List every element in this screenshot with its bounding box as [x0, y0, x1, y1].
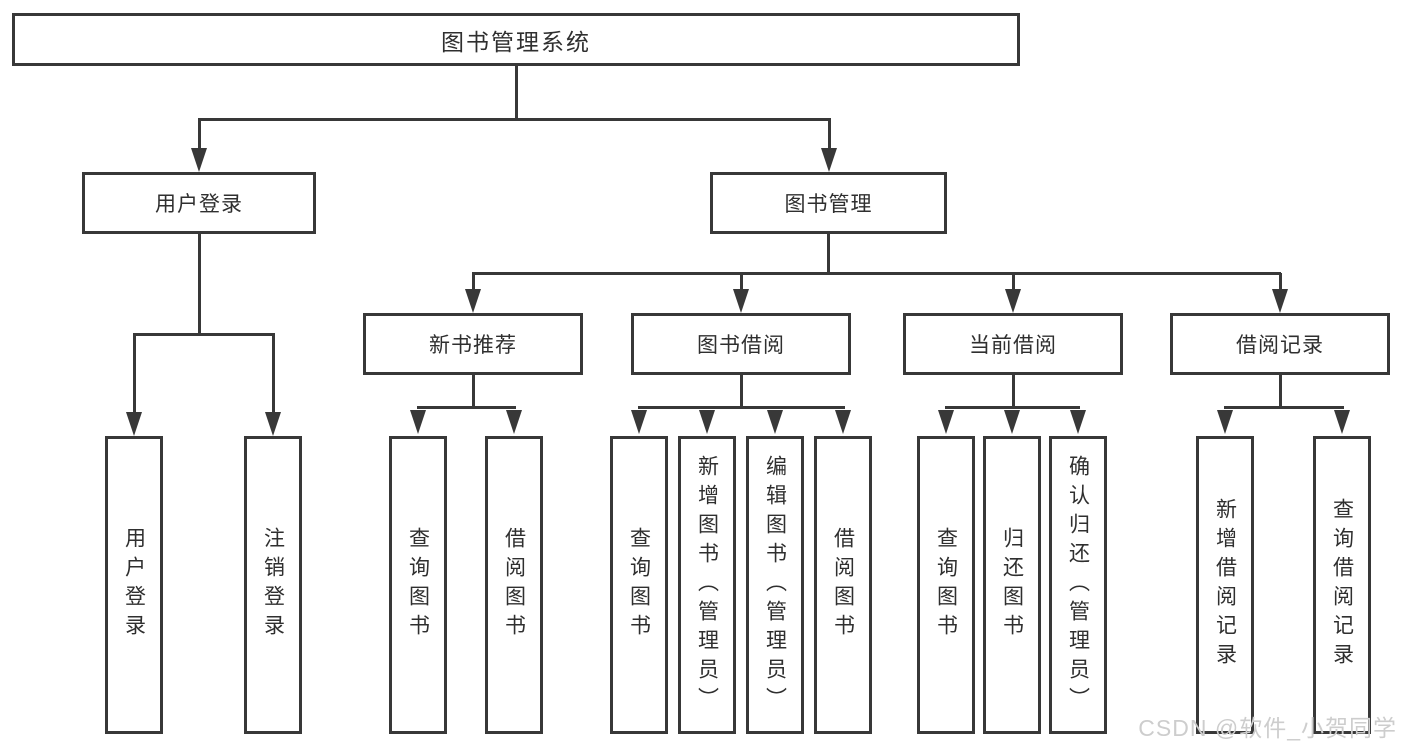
connector-hline	[472, 272, 1281, 275]
leaf-label: 编辑图书（管理员）	[763, 454, 787, 716]
leaf-label: 注销登录	[261, 527, 285, 643]
connector-vline	[472, 375, 475, 408]
connector-vline	[198, 234, 201, 333]
arrow-down-icon	[410, 410, 426, 434]
arrow-down-icon	[1334, 410, 1350, 434]
arrow-down-icon	[938, 410, 954, 434]
connector-vline	[133, 333, 136, 413]
leaf-label: 新增借阅记录	[1213, 498, 1237, 672]
leaf-label: 借阅图书	[831, 527, 855, 643]
leaf-add-book-admin: 新增图书（管理员）	[678, 436, 736, 734]
leaf-label: 新增图书（管理员）	[695, 454, 719, 716]
connector-hline	[1224, 406, 1344, 409]
leaf-label: 借阅图书	[502, 527, 526, 643]
node-current-borrowing: 当前借阅	[903, 313, 1123, 375]
arrow-down-icon	[733, 289, 749, 313]
connector-hline	[417, 406, 516, 409]
node-new-book-recommendation: 新书推荐	[363, 313, 583, 375]
leaf-label: 归还图书	[1000, 527, 1024, 643]
node-label: 当前借阅	[969, 334, 1057, 357]
connector-vline	[272, 333, 275, 413]
arrow-down-icon	[126, 412, 142, 436]
leaf-label: 查询图书	[406, 527, 430, 643]
connector-hline	[945, 406, 1080, 409]
leaf-label: 查询图书	[627, 527, 651, 643]
arrow-down-icon	[191, 148, 207, 172]
leaf-label: 用户登录	[122, 527, 146, 643]
leaf-return-book: 归还图书	[983, 436, 1041, 734]
arrow-down-icon	[506, 410, 522, 434]
arrow-down-icon	[631, 410, 647, 434]
leaf-logout: 注销登录	[244, 436, 302, 734]
leaf-confirm-return-admin: 确认归还（管理员）	[1049, 436, 1107, 734]
arrow-down-icon	[821, 148, 837, 172]
connector-vline	[472, 273, 475, 291]
arrow-down-icon	[1272, 289, 1288, 313]
leaf-query-borrow-record: 查询借阅记录	[1313, 436, 1371, 734]
arrow-down-icon	[1004, 410, 1020, 434]
connector-vline	[515, 66, 518, 118]
node-borrowing-records: 借阅记录	[1170, 313, 1390, 375]
node-library-management-system: 图书管理系统	[12, 13, 1020, 66]
leaf-borrow-books-recommend: 借阅图书	[485, 436, 543, 734]
connector-vline	[740, 273, 743, 291]
arrow-down-icon	[767, 410, 783, 434]
connector-vline	[740, 375, 743, 408]
leaf-add-borrow-record: 新增借阅记录	[1196, 436, 1254, 734]
node-label: 图书管理	[784, 193, 873, 216]
connector-hline	[638, 406, 845, 409]
connector-vline	[1012, 375, 1015, 408]
node-label: 借阅记录	[1236, 334, 1324, 357]
node-label: 图书借阅	[697, 334, 785, 357]
leaf-query-books-recommend: 查询图书	[389, 436, 447, 734]
arrow-down-icon	[699, 410, 715, 434]
connector-vline	[1279, 273, 1282, 291]
connector-hline	[198, 118, 830, 121]
leaf-label: 查询图书	[934, 527, 958, 643]
connector-vline	[827, 234, 830, 274]
node-label: 图书管理系统	[441, 28, 591, 55]
node-label: 用户登录	[155, 193, 243, 216]
connector-vline	[1012, 273, 1015, 291]
node-book-management: 图书管理	[710, 172, 947, 234]
leaf-label: 查询借阅记录	[1330, 498, 1354, 672]
connector-vline	[198, 118, 201, 151]
arrow-down-icon	[465, 289, 481, 313]
arrow-down-icon	[265, 412, 281, 436]
watermark: CSDN @软件_小贺同学	[1138, 715, 1397, 741]
node-book-borrowing: 图书借阅	[631, 313, 851, 375]
leaf-user-login: 用户登录	[105, 436, 163, 734]
leaf-edit-book-admin: 编辑图书（管理员）	[746, 436, 804, 734]
arrow-down-icon	[1070, 410, 1086, 434]
connector-hline	[133, 333, 274, 336]
node-label: 新书推荐	[429, 334, 517, 357]
arrow-down-icon	[1005, 289, 1021, 313]
leaf-query-books-current: 查询图书	[917, 436, 975, 734]
leaf-borrow-books: 借阅图书	[814, 436, 872, 734]
arrow-down-icon	[835, 410, 851, 434]
leaf-label: 确认归还（管理员）	[1066, 454, 1090, 716]
connector-vline	[828, 118, 831, 151]
node-user-login: 用户登录	[82, 172, 316, 234]
leaf-query-books-borrowing: 查询图书	[610, 436, 668, 734]
connector-vline	[1279, 375, 1282, 408]
arrow-down-icon	[1217, 410, 1233, 434]
